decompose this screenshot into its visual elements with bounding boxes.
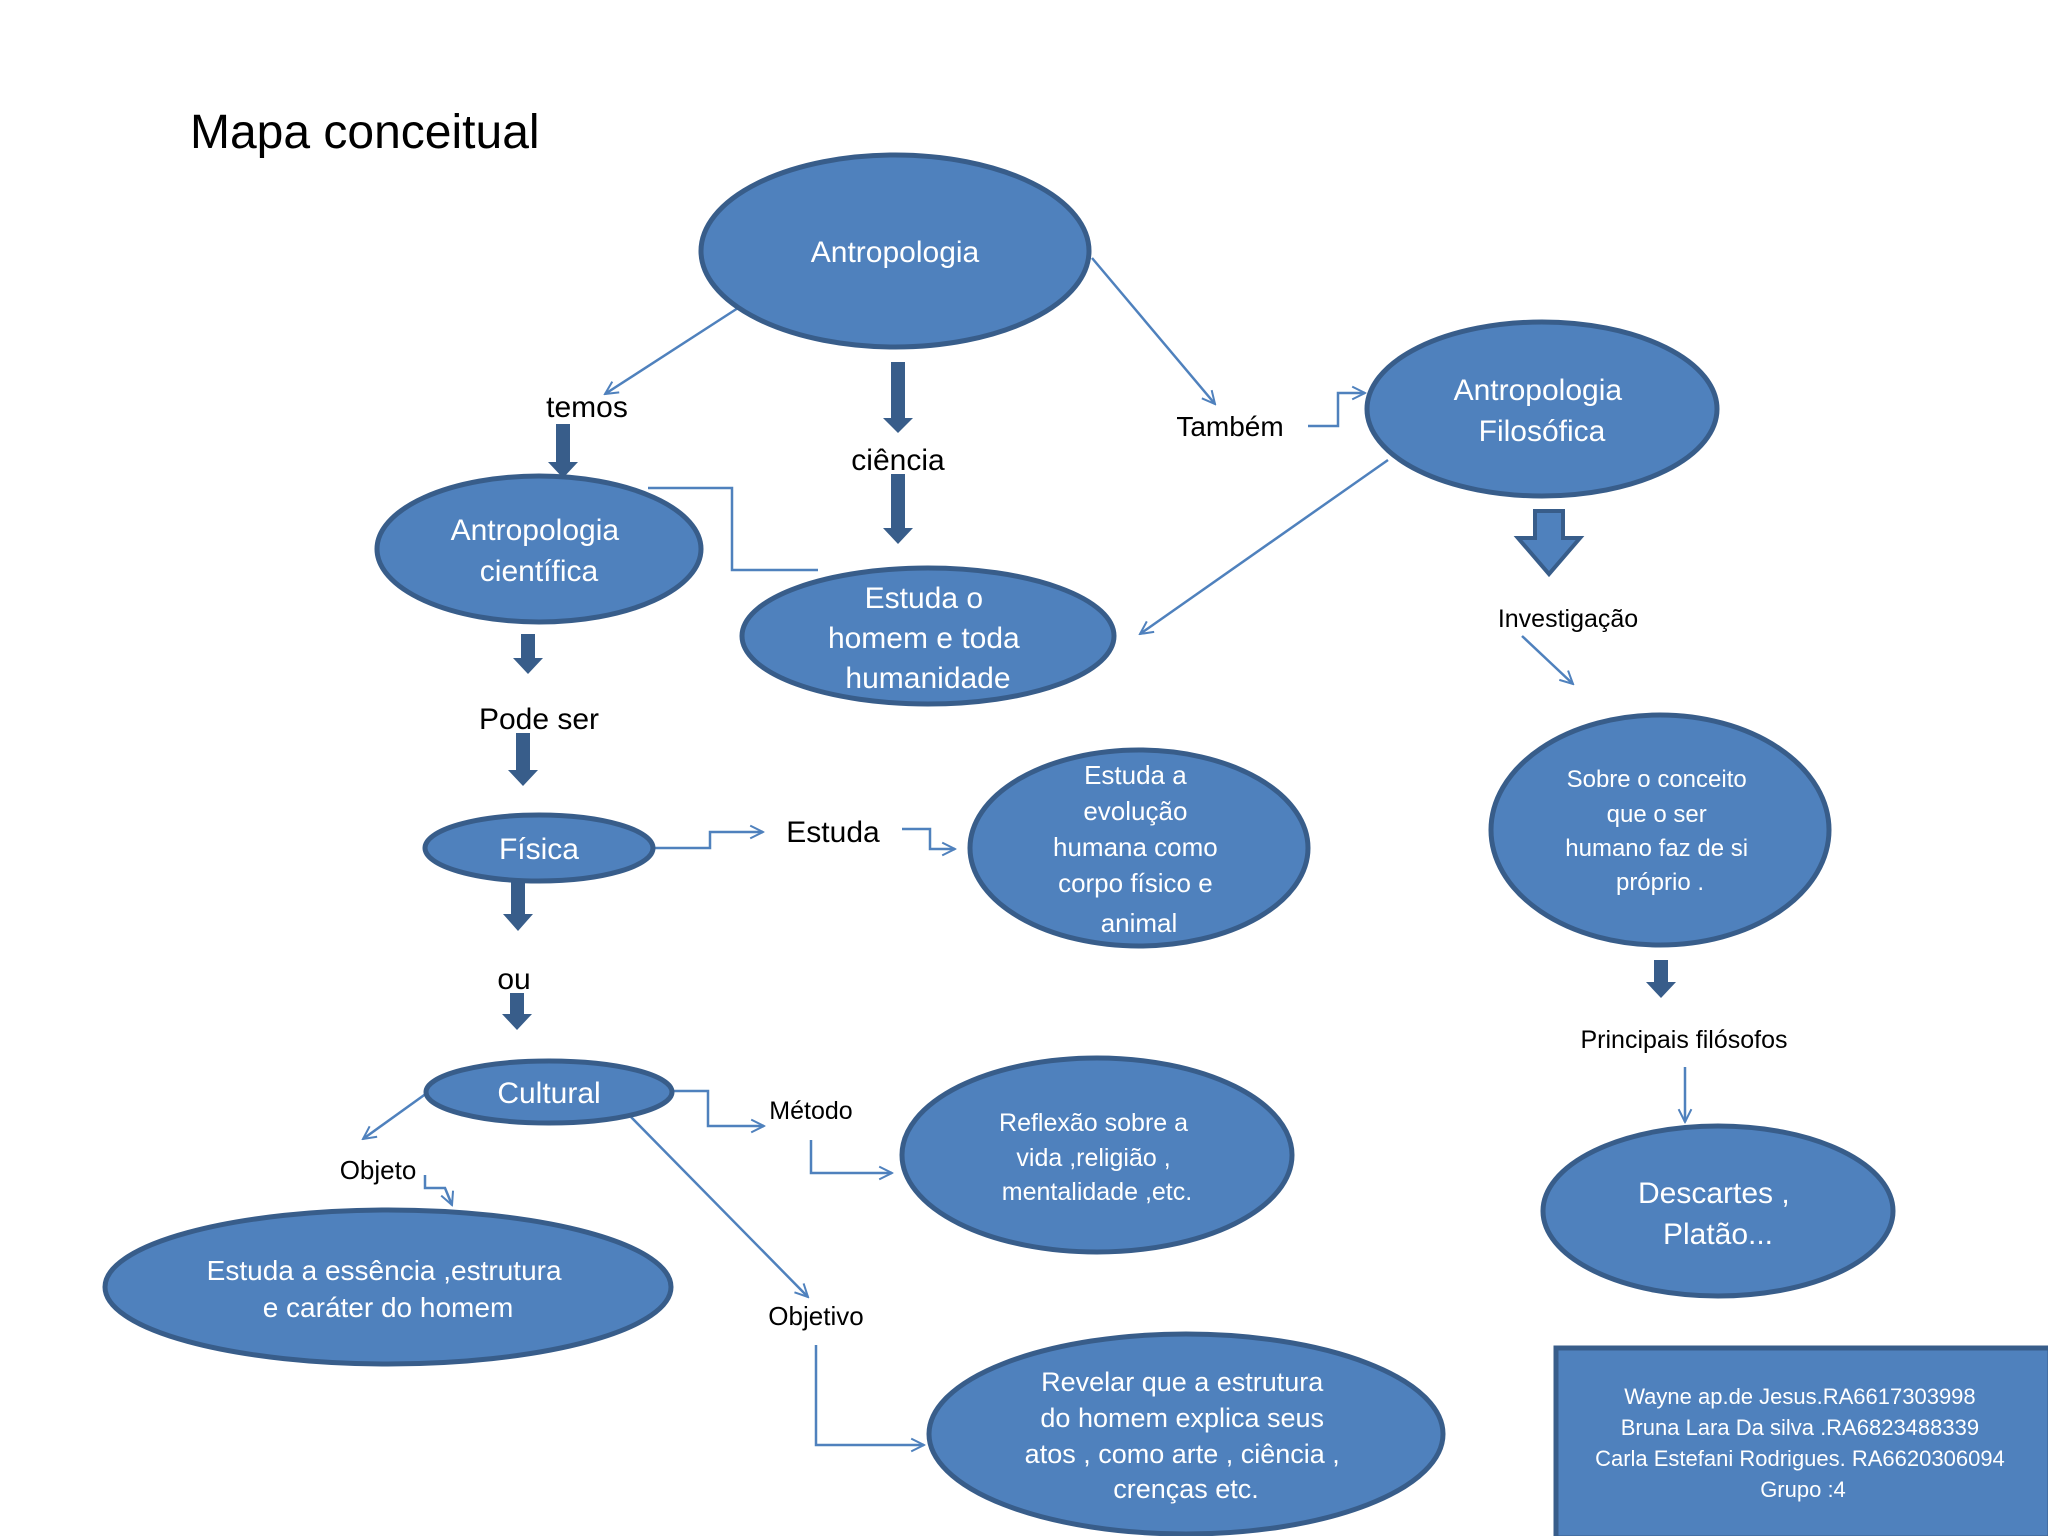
svg-text:Cultural: Cultural: [497, 1077, 600, 1110]
node-revelar-line: crenças etc.: [1113, 1474, 1259, 1504]
label-ciencia: ciência: [851, 444, 945, 477]
svg-text:Descartes , Platão...: Descartes , Platão...: [1638, 1177, 1798, 1251]
svg-text:Antropologia Filosófica: Antropologia Filosófica: [1454, 374, 1631, 448]
label-tambem: Também: [1176, 411, 1283, 442]
node-essencia-line: e caráter do homem: [263, 1292, 514, 1323]
node-evolucao-humana: Estuda a evolução humana como corpo físi…: [967, 747, 1311, 949]
svg-text:Sobre o conceito que o s: Sobre o conceito que o ser humano faz de…: [1565, 766, 1754, 896]
node-reflexao: Reflexão sobre a vida ,religião , mental…: [899, 1055, 1295, 1255]
arrow-antropologia-to-temos: [605, 306, 739, 394]
node-evolucao-line: corpo físico e: [1058, 868, 1213, 898]
node-cultural: Cultural: [423, 1058, 675, 1126]
arrow-estuda-to-evolucao: [902, 827, 955, 849]
node-revelar-line: atos , como arte , ciência ,: [1025, 1439, 1340, 1469]
block-arrow-filosofica-down: [1513, 509, 1585, 578]
svg-text:Antropologia: Antropologia: [811, 236, 980, 269]
block-arrow-ciencia-down: [883, 474, 913, 544]
node-essencia-line: Estuda a essência ,estrutura: [207, 1255, 562, 1286]
node-estuda-homem-line: Estuda o: [865, 582, 983, 615]
block-arrows: [502, 362, 1676, 1030]
arrow-fisica-to-estuda: [654, 832, 763, 850]
author-line: Carla Estefani Rodrigues. RA6620306094: [1595, 1446, 2005, 1471]
arrow-metodo-to-reflexao: [809, 1140, 892, 1173]
node-cultural-line: Cultural: [497, 1077, 600, 1110]
svg-text:Reflexão sobre a vida ,r: Reflexão sobre a vida ,religião , mental…: [999, 1109, 1195, 1206]
block-arrow-fisica-down: [503, 882, 533, 931]
svg-text:Wayne ap.de Jesus.RA661730399: Wayne ap.de Jesus.RA6617303998 Bruna Lar…: [1595, 1384, 2011, 1502]
label-estuda: Estuda: [786, 816, 880, 849]
block-arrow-ou-down: [502, 993, 532, 1030]
node-evolucao-line: animal: [1101, 908, 1178, 938]
author-line: Bruna Lara Da silva .RA6823488339: [1621, 1415, 1979, 1440]
node-reflexao-line: Reflexão sobre a: [999, 1109, 1188, 1137]
link-labels: temos ciência Também Pode ser Estuda Inv…: [340, 391, 1788, 1331]
label-pode-ser: Pode ser: [479, 703, 599, 736]
group-line: Grupo :4: [1760, 1477, 1846, 1502]
node-fisica: Física: [422, 812, 656, 884]
node-sobre-line: humano faz de si: [1565, 835, 1748, 862]
label-temos: temos: [546, 391, 628, 424]
author-line: Wayne ap.de Jesus.RA6617303998: [1624, 1384, 1975, 1409]
node-sobre-line: próprio .: [1616, 869, 1704, 896]
node-reflexao-line: mentalidade ,etc.: [1002, 1178, 1192, 1206]
svg-text:Física: Física: [499, 833, 579, 866]
arrow-investigacao-to-sobre: [1521, 635, 1573, 684]
svg-text:Revelar que a estrutura: Revelar que a estrutura do homem explica…: [1025, 1367, 1348, 1504]
block-arrow-antropologia-down: [883, 362, 913, 433]
node-sobre-o-conceito: Sobre o conceito que o ser humano faz de…: [1488, 712, 1832, 948]
arrow-antropologia-to-tambem: [1091, 257, 1215, 404]
node-sobre-line: que o ser: [1607, 801, 1707, 828]
node-fisica-line: Física: [499, 833, 579, 866]
node-descartes-platao: Descartes , Platão...: [1540, 1123, 1896, 1299]
node-descartes-line: Platão...: [1663, 1218, 1773, 1251]
node-cientifica-line: Antropologia: [451, 514, 620, 547]
node-antropologia-filosofica: Antropologia Filosófica: [1364, 319, 1720, 499]
node-filosofica-line: Filosófica: [1479, 415, 1606, 448]
label-objeto: Objeto: [340, 1155, 417, 1185]
node-reflexao-line: vida ,religião ,: [1016, 1144, 1170, 1172]
arrow-tambem-to-filosofica: [1308, 393, 1365, 428]
block-arrow-temos-down: [548, 424, 578, 478]
arrow-cultural-to-objeto: [363, 1091, 428, 1139]
svg-text:Estuda o homem e toda: Estuda o homem e toda humanidade: [828, 582, 1028, 695]
node-antropologia-cientifica: Antropologia científica: [374, 473, 704, 625]
connectors: [363, 257, 1685, 1445]
arrow-cultural-to-metodo: [672, 1089, 764, 1126]
node-antropologia-line: Antropologia: [811, 236, 980, 269]
node-filosofica-line: Antropologia: [1454, 374, 1623, 407]
block-arrow-cientifica-down: [513, 634, 543, 674]
svg-text:Estuda a evolução: Estuda a evolução humana como corpo físi…: [1053, 760, 1225, 938]
node-antropologia: Antropologia: [698, 152, 1092, 350]
node-estuda-homem-line: humanidade: [845, 662, 1010, 695]
label-investigacao: Investigação: [1498, 605, 1638, 633]
label-metodo: Método: [769, 1097, 852, 1125]
arrow-filosofica-to-estuda-homem: [1140, 458, 1389, 634]
arrow-cultural-to-objetivo: [630, 1116, 808, 1297]
block-arrow-sobre-down: [1646, 960, 1676, 998]
node-revelar: Revelar que a estrutura do homem explica…: [926, 1331, 1446, 1536]
node-revelar-line: Revelar que a estrutura: [1041, 1367, 1324, 1397]
label-principais-filosofos: Principais filósofos: [1580, 1026, 1787, 1054]
node-estuda-o-homem: Estuda o homem e toda humanidade: [739, 565, 1117, 707]
node-estuda-a-essencia: Estuda a essência ,estrutura e caráter d…: [102, 1207, 674, 1367]
arrow-objeto-to-essencia: [423, 1175, 452, 1205]
node-evolucao-line: Estuda a: [1084, 760, 1187, 790]
node-descartes-line: Descartes ,: [1638, 1177, 1790, 1210]
svg-text:Antropologia científica: Antropologia científica: [451, 514, 628, 588]
node-evolucao-line: evolução: [1083, 796, 1187, 826]
block-arrow-podeser-down: [508, 733, 538, 786]
label-ou: ou: [497, 963, 530, 996]
label-objetivo: Objetivo: [768, 1301, 863, 1331]
node-estuda-homem-line: homem e toda: [828, 622, 1020, 655]
node-evolucao-line: humana como: [1053, 832, 1218, 862]
connector-cientifica-to-estuda-homem: [648, 486, 818, 572]
node-sobre-line: Sobre o conceito: [1567, 766, 1747, 793]
node-cientifica-line: científica: [480, 555, 599, 588]
node-revelar-line: do homem explica seus: [1040, 1403, 1324, 1433]
svg-text:Estuda a essência ,estrutura: Estuda a essência ,estrutura e caráter d…: [207, 1255, 570, 1323]
authors-box: Wayne ap.de Jesus.RA6617303998 Bruna Lar…: [1553, 1345, 2048, 1536]
page-title: Mapa conceitual: [190, 106, 540, 159]
arrow-objetivo-to-revelar: [814, 1345, 924, 1445]
